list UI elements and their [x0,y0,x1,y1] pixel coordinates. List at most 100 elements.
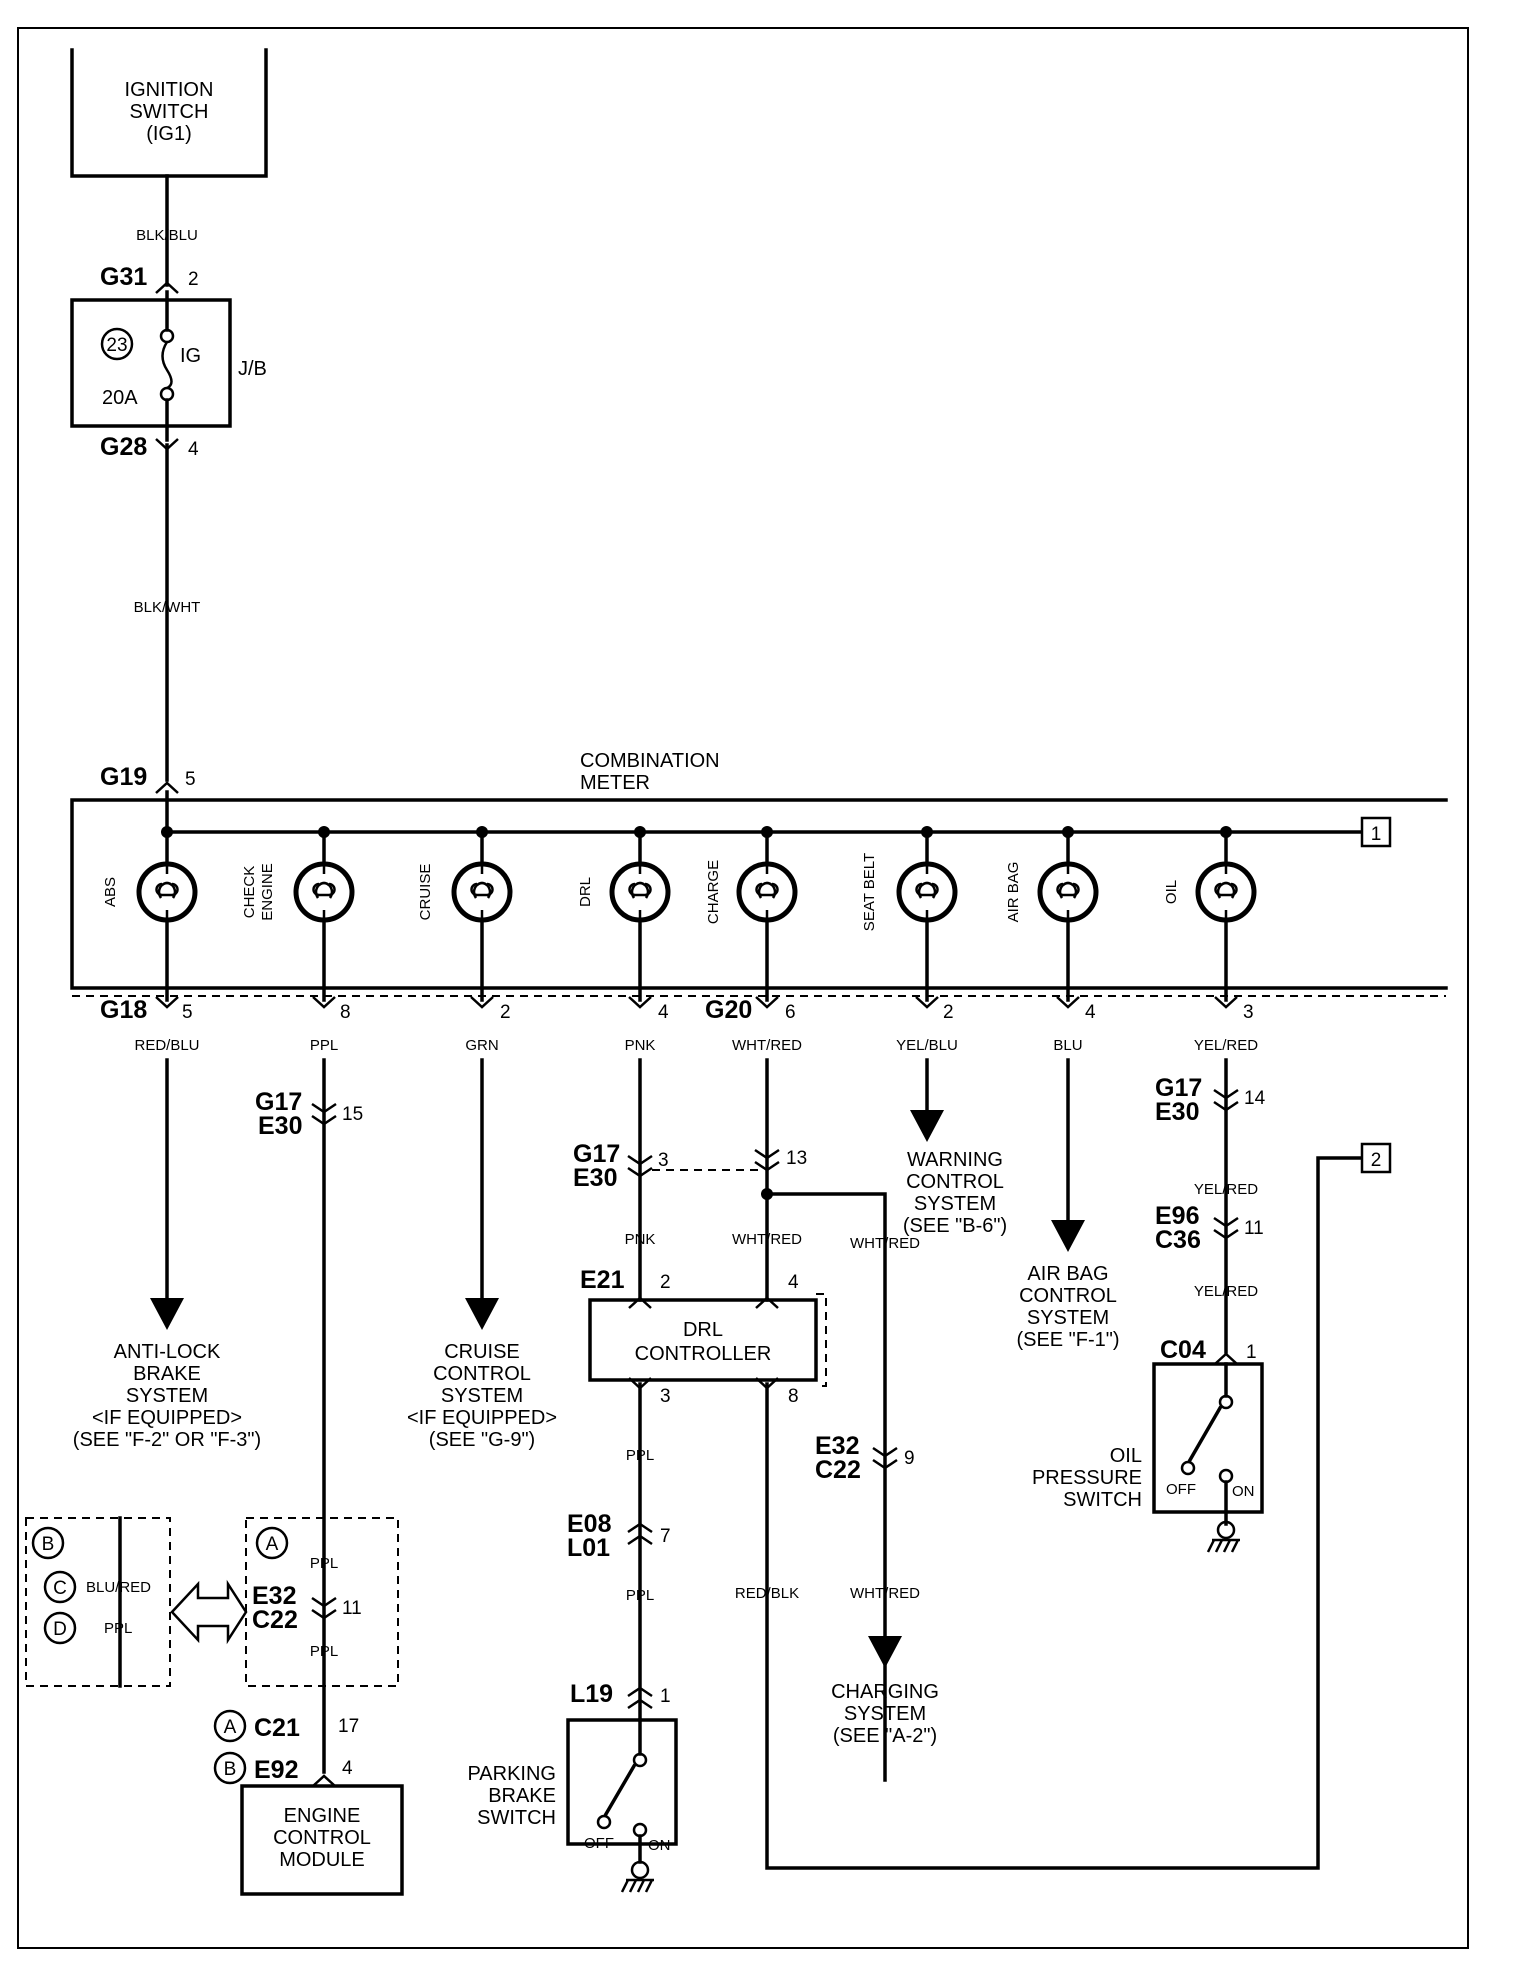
lamp-seat-belt: SEAT BELT [861,826,955,1002]
warning-line1: WARNING [907,1149,1003,1171]
connector-e30a: E30 [258,1112,302,1140]
connector-g19: G19 [100,763,147,791]
lamp-check-engine: CHECK ENGINE [241,826,352,1002]
connector-g20: G20 [705,996,752,1024]
connector-pin-2b: 2 [943,1002,954,1023]
oil-switch-line1: OIL [1110,1445,1142,1467]
wire-label-ppl-e: PPL [626,1587,654,1604]
oil-switch-line3: SWITCH [1063,1489,1142,1511]
oil-switch-off: OFF [1166,1481,1196,1498]
parking-brake-wire: PPL E08 L01 7 PPL L19 1 [567,1382,671,1722]
connector-g17b: G17 [573,1140,620,1168]
airbag-line1: AIR BAG [1027,1263,1108,1285]
reference-box-1 [1360,816,1392,848]
wire-label-pnk-1: PNK [625,1037,656,1054]
drl-controller-line1: DRL [683,1319,723,1341]
connector-c21-pin: 17 [338,1716,359,1737]
lamp-label-engine: ENGINE [259,863,276,921]
lamp-label-oil: OIL [1163,880,1180,904]
warning-line2: CONTROL [906,1171,1004,1193]
connector-g18-pin: 5 [182,1002,193,1023]
reference-box-2 [1360,1142,1392,1174]
cruise-line5: (SEE "G-9") [429,1429,535,1451]
wire-label-blk-wht: BLK/WHT [134,599,201,616]
abs-line5: (SEE "F-2" OR "F-3") [73,1429,261,1451]
engine-control-module: ENGINE CONTROL MODULE [240,1784,404,1896]
connector-l19-pin: 1 [660,1686,671,1707]
connector-pin-4b: 4 [1085,1002,1096,1023]
cruise-line3: SYSTEM [441,1385,523,1407]
air-bag-branch: BLU AIR BAG CONTROL SYSTEM (SEE "F-1") [1016,1037,1119,1351]
wire-label-ppl-d: PPL [104,1620,132,1637]
connector-g17c-pin: 14 [1244,1088,1266,1109]
lamp-abs: ABS [102,826,195,1002]
variant-b-2: B [224,1759,237,1780]
wire-label-ppl-1: PPL [310,1037,338,1054]
lamp-oil: OIL [1163,826,1254,1002]
lamp-cruise: CRUISE [417,826,510,1002]
connector-l19: L19 [570,1680,613,1708]
connector-g19-pin: 5 [185,769,196,790]
lamp-label-check: CHECK [241,866,258,919]
parking-switch-line2: BRAKE [488,1785,556,1807]
connector-c22b: C22 [252,1606,298,1634]
lamp-label-seat-belt: SEAT BELT [861,853,878,931]
wire-label-wht-red-2: WHT/RED [732,1231,802,1248]
variant-b: B [42,1534,55,1555]
connector-g28-pin: 4 [188,439,199,460]
connector-g28: G28 [100,433,147,461]
connector-c22a: C22 [815,1456,861,1484]
wire-label-yel-red-1: YEL/RED [1194,1037,1258,1054]
connector-e21-pin8: 8 [788,1386,799,1407]
abs-line1: ANTI-LOCK [114,1341,221,1363]
wire-label-yel-red-2: YEL/RED [1194,1181,1258,1198]
wire-label-ppl-b: PPL [310,1643,338,1660]
ignition-switch-line1: IGNITION [125,79,214,101]
connector-e32a-pin: 9 [904,1448,915,1469]
connector-pin-4: 4 [658,1002,669,1023]
ignition-switch: IGNITION SWITCH (IG1) [70,48,268,178]
warning-line4: (SEE "B-6") [903,1215,1007,1237]
charge-branch: WHT/RED 13 WHT/RED WHT/RED 4 [732,1037,920,1782]
connector-pin-3: 3 [1243,1002,1254,1023]
wire-label-wht-red-1: WHT/RED [732,1037,802,1054]
cruise-line1: CRUISE [444,1341,520,1363]
drl-reference-wire: RED/BLK 2 [735,1142,1392,1870]
oil-pressure-switch: OFF ON OIL PRESSURE SWITCH [1032,1362,1264,1554]
wire-label-yel-red-3: YEL/RED [1194,1283,1258,1300]
wire-label-grn: GRN [465,1037,498,1054]
combination-meter-line2: METER [580,772,650,794]
parking-switch-on: ON [648,1837,671,1854]
meter-output-connectors: G18 5 8 2 4 G20 6 2 4 3 [100,995,1254,1024]
wire-label-blk-blu: BLK/BLU [136,227,198,244]
connector-e30c: E30 [1155,1098,1199,1126]
connector-e32b-pin: 11 [342,1598,362,1619]
connector-e21: E21 [580,1266,625,1294]
connector-e92-pin: 4 [342,1758,353,1779]
seat-belt-branch: YEL/BLU WARNING CONTROL SYSTEM (SEE "B-6… [896,1037,1007,1237]
connector-c04: C04 [1160,1336,1206,1364]
junction-block-label: J/B [238,358,267,380]
connector-e96-pin: 11 [1244,1218,1264,1239]
combination-meter-line1: COMBINATION [580,750,720,772]
connector-e96: E96 [1155,1202,1199,1230]
ignition-switch-line3: (IG1) [146,123,192,145]
ignition-switch-line2: SWITCH [130,101,209,123]
connector-c36: C36 [1155,1226,1201,1254]
abs-line2: BRAKE [133,1363,201,1385]
connector-e30b: E30 [573,1164,617,1192]
connector-e21-pin3: 3 [660,1386,671,1407]
wire-label-red-blu: RED/BLU [134,1037,199,1054]
connector-e21-pin4: 4 [788,1272,799,1293]
connector-c21: C21 [254,1714,300,1742]
charging-system-branch: E32 C22 9 WHT/RED CHARGING SYSTEM (SEE "… [815,1432,939,1747]
connector-l01: L01 [567,1534,610,1562]
variant-a-2: A [224,1717,237,1738]
connector-g18: G18 [100,996,147,1024]
parking-switch-line1: PARKING [467,1763,556,1785]
wire-label-pnk-2: PNK [625,1231,656,1248]
oil-switch-on: ON [1232,1483,1255,1500]
connector-g17c: G17 [1155,1074,1202,1102]
ecm-line2: CONTROL [273,1827,371,1849]
